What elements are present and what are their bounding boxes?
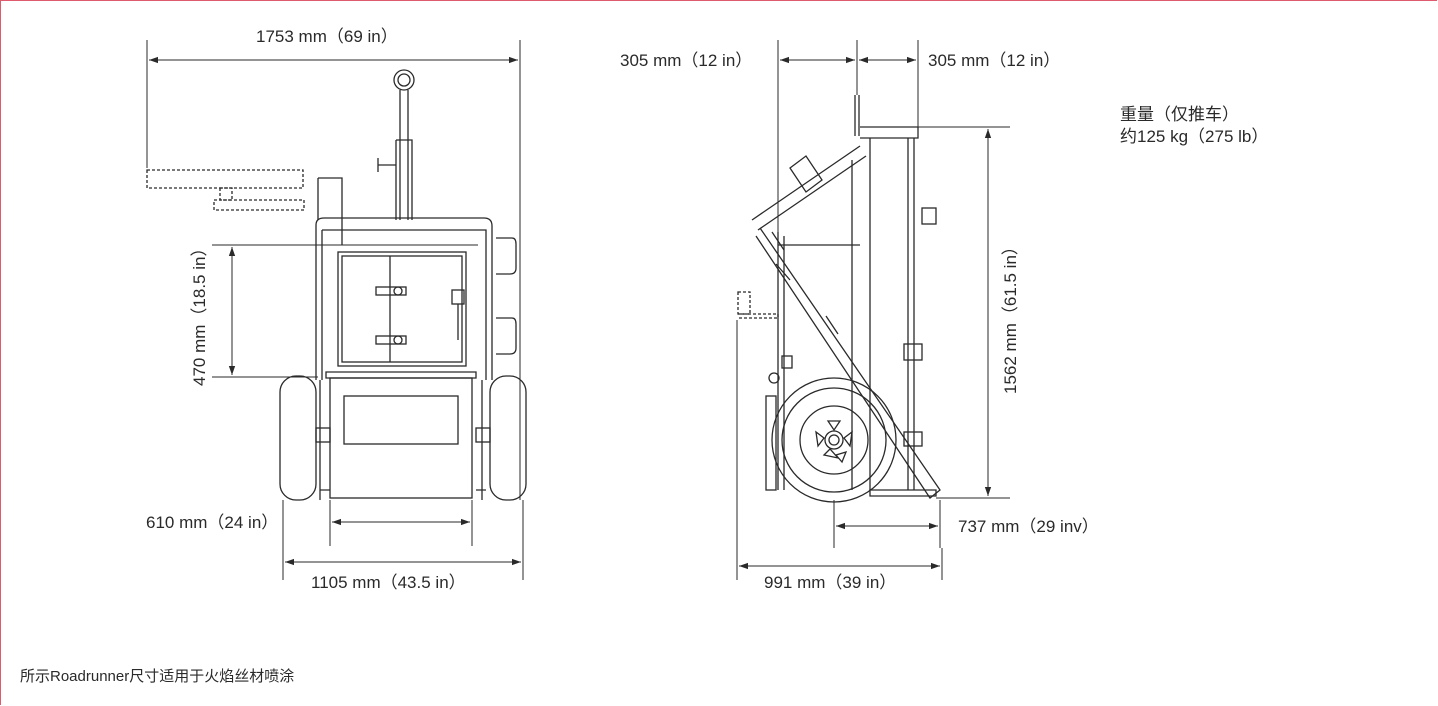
left-offset-label: 305 mm（12 in）	[620, 51, 752, 70]
weight-label: 重量（仅推车）	[1120, 105, 1239, 124]
height-label: 1562 mm（61.5 in）	[1001, 238, 1020, 394]
side-view-cart	[737, 95, 941, 503]
wheel-depth-label: 737 mm（29 inv）	[958, 517, 1099, 536]
right-offset-label: 305 mm（12 in）	[928, 51, 1060, 70]
overall-depth-label: 991 mm（39 in）	[764, 573, 896, 592]
drawer-height-label: 470 mm（18.5 in）	[190, 240, 209, 386]
front-view-dimensions	[146, 40, 524, 580]
caption: 所示Roadrunner尺寸适用于火焰丝材喷涂	[20, 668, 295, 685]
front-view-cart	[146, 69, 527, 501]
side-view-dimensions	[736, 40, 1010, 580]
weight-info: 重量（仅推车） 约125 kg（275 lb）	[1120, 104, 1268, 148]
overall-width-label: 1753 mm（69 in）	[256, 27, 398, 46]
weight-value: 约125 kg（275 lb）	[1120, 127, 1269, 146]
base-width-label: 1105 mm（43.5 in）	[311, 573, 466, 592]
axle-width-label: 610 mm（24 in）	[146, 513, 278, 532]
